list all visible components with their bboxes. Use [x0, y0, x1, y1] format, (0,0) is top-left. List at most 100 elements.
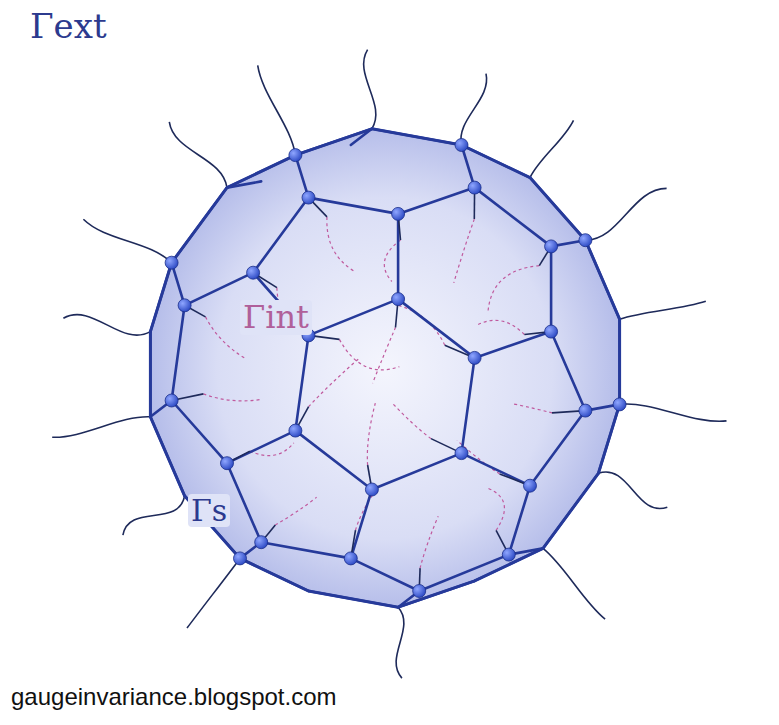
vertex-dot	[545, 325, 558, 338]
external-leg	[258, 65, 296, 155]
external-leg	[364, 50, 376, 129]
external-leg	[530, 120, 574, 177]
polyhedron-edge	[172, 401, 227, 464]
external-leg	[187, 558, 240, 628]
polyhedron-edge	[351, 490, 372, 559]
external-leg	[461, 74, 487, 145]
polyhedron-edge	[351, 558, 419, 591]
polyhedron-edge	[227, 155, 295, 188]
vertex-dot	[468, 351, 481, 364]
graph-label: Γint	[240, 300, 312, 335]
internal-line	[488, 488, 504, 530]
vertex-dot	[579, 404, 592, 417]
external-leg	[169, 122, 227, 188]
vertex-dot	[613, 398, 626, 411]
polyhedron-edge	[372, 453, 462, 489]
vertex-dot	[392, 293, 405, 306]
polyhedron-edge	[398, 299, 475, 358]
internal-line	[420, 516, 438, 568]
polyhedron-edge	[240, 558, 309, 591]
polyhedron-edge	[227, 181, 261, 187]
vertex-dot	[413, 585, 426, 598]
external-leg	[83, 219, 171, 263]
vertex-dot	[165, 394, 178, 407]
polyhedron-edge	[309, 299, 399, 335]
external-leg	[52, 417, 150, 438]
internal-line	[309, 359, 359, 407]
vertex-dot	[524, 479, 537, 492]
polyhedron-edge	[295, 129, 372, 155]
vertex-dot	[255, 536, 268, 549]
internal-line	[513, 404, 552, 413]
polyhedron-edge	[462, 358, 475, 453]
vertex-dot	[502, 548, 515, 561]
polyhedron-edge	[372, 129, 462, 145]
polyhedron-edge	[309, 591, 399, 607]
vertex-dot	[247, 266, 260, 279]
vertex-dot	[545, 240, 558, 253]
vertex-dot	[289, 424, 302, 437]
internal-line	[392, 403, 431, 439]
polyhedron-edge	[598, 404, 619, 473]
polyhedron-edge	[551, 332, 585, 411]
polyhedron-edge	[261, 542, 351, 558]
vertex-dot	[178, 299, 191, 312]
external-leg	[396, 607, 404, 678]
internal-line	[203, 394, 260, 401]
polyhedron-edge	[530, 411, 585, 486]
polyhedron-edge	[150, 417, 184, 496]
polyhedron-edge	[295, 335, 308, 430]
polyhedron-edge	[172, 305, 185, 400]
vertex-dot	[455, 139, 468, 152]
internal-line	[454, 219, 475, 283]
vertex-dot	[468, 181, 481, 194]
internal-line	[339, 339, 399, 369]
sphere-surface	[150, 129, 619, 607]
polyhedron-edge	[149, 332, 152, 417]
polyhedron-edge	[295, 431, 372, 490]
vertex-dot	[289, 149, 302, 162]
internal-line	[206, 317, 245, 358]
external-leg	[585, 188, 666, 240]
graph-label: Γext	[30, 8, 107, 45]
external-leg	[620, 404, 727, 421]
polyhedron-edge	[227, 431, 295, 464]
polyhedron-edge	[398, 581, 475, 607]
external-leg	[620, 301, 706, 319]
polyhedron-edge	[509, 486, 530, 555]
vertex-dot	[392, 207, 405, 220]
internal-line	[397, 305, 445, 345]
vertex-dot	[165, 256, 178, 269]
polyhedron-edge	[475, 188, 551, 247]
vertex-dot	[234, 552, 247, 565]
vertex-dot	[455, 447, 468, 460]
polyhedron-edge	[475, 332, 551, 358]
polyhedron-edge	[398, 188, 475, 214]
external-leg	[543, 548, 605, 619]
vertex-dot	[221, 457, 234, 470]
internal-line	[367, 403, 375, 465]
vertex-dot	[365, 483, 378, 496]
polyhedron-edge	[585, 240, 619, 319]
internal-line	[327, 217, 354, 271]
watermark: gaugeinvariance.blogspot.com	[8, 684, 340, 710]
polyhedron-edge	[530, 178, 585, 241]
polyhedron-edge	[150, 263, 171, 332]
polyhedron-edge	[475, 548, 543, 581]
graph-label: Γs	[188, 494, 230, 527]
polyhedron-edge	[227, 463, 261, 542]
polyhedron-edge	[618, 319, 621, 404]
polyhedron-edge	[253, 198, 308, 273]
polyhedron-edge	[543, 473, 598, 548]
vertex-dot	[579, 234, 592, 247]
polyhedron-edge	[172, 188, 227, 263]
external-leg	[598, 472, 667, 509]
external-leg	[63, 315, 150, 335]
polyhedron-edge	[462, 453, 531, 486]
internal-line	[488, 266, 539, 311]
internal-line	[477, 320, 525, 334]
external-leg	[123, 496, 185, 535]
polyhedron-edge	[462, 145, 531, 178]
vertex-dot	[302, 191, 315, 204]
